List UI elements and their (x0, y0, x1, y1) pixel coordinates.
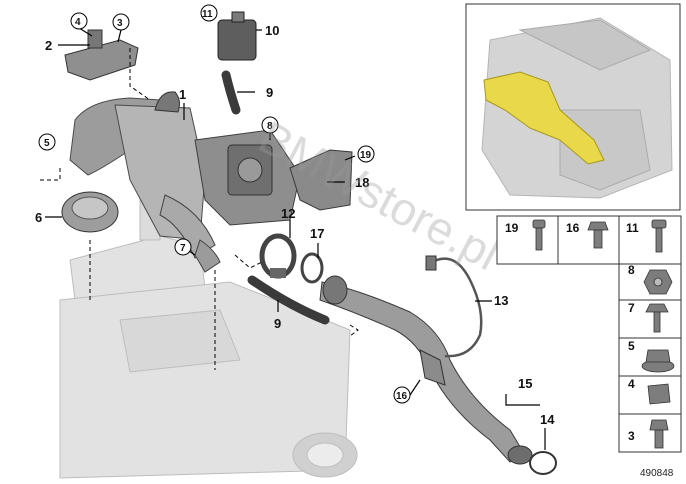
grid-label-16: 16 (566, 221, 580, 235)
callout-9-upper: 9 (266, 85, 273, 100)
heat-shield (289, 149, 353, 211)
ghost-particulate-filter (59, 199, 358, 479)
clip-icon-4 (647, 383, 671, 405)
callout-12: 12 (281, 206, 295, 221)
bolt-icon-3 (649, 419, 669, 449)
grid-label-19: 19 (505, 221, 519, 235)
callout-3: 3 (117, 18, 123, 29)
callout-7: 7 (180, 243, 186, 254)
turbocharger-assembly (69, 91, 301, 273)
nut-icon-8 (643, 269, 673, 295)
flange-nut-icon-5 (641, 349, 675, 373)
callout-2: 2 (45, 38, 52, 53)
hose-upper (221, 70, 241, 115)
callout-8: 8 (267, 121, 273, 132)
sensor-line (425, 255, 483, 358)
callout-6: 6 (35, 210, 42, 225)
clamp-part (259, 233, 297, 279)
bolt-icon-11 (651, 219, 667, 253)
callout-13: 13 (494, 293, 508, 308)
bolt-icon-16 (587, 221, 609, 249)
grid-label-4: 4 (628, 377, 635, 391)
callout-16: 16 (396, 391, 408, 402)
callout-11: 11 (202, 9, 213, 20)
callout-17: 17 (310, 226, 324, 241)
callout-labels: 1 2 4 3 11 10 9 8 19 18 5 6 7 12 17 9 13… (35, 4, 555, 427)
leader-lines (45, 27, 546, 450)
grid-label-5: 5 (628, 339, 635, 353)
bracket-part (64, 29, 139, 81)
hose-lower (247, 275, 330, 325)
grid-label-8: 8 (628, 263, 635, 277)
grid-label-7: 7 (628, 301, 635, 315)
flange-bolt-icon-7 (645, 303, 669, 333)
callout-18: 18 (355, 175, 369, 190)
assembly-guides (40, 48, 359, 370)
callout-5: 5 (44, 138, 50, 149)
callout-9-lower: 9 (274, 316, 281, 331)
grid-label-11: 11 (626, 221, 639, 235)
callout-4: 4 (75, 17, 81, 28)
bolt-icon-19 (532, 219, 546, 251)
highlighted-turbo-assembly (483, 71, 605, 165)
callout-19: 19 (360, 150, 372, 161)
pressure-sensor-part (217, 11, 257, 61)
parts-grid: 19 16 11 8 7 5 4 3 (496, 215, 682, 453)
callout-15: 15 (518, 376, 532, 391)
engine-inset (465, 3, 681, 211)
grid-label-3: 3 (628, 429, 635, 443)
callout-14: 14 (540, 412, 555, 427)
exhaust-pipe (319, 275, 533, 465)
o-ring-part (529, 451, 557, 475)
ring-part (300, 252, 324, 284)
document-number: 490848 (640, 468, 674, 479)
gasket-part (61, 191, 119, 233)
callout-1: 1 (179, 87, 186, 102)
callout-10: 10 (265, 23, 279, 38)
